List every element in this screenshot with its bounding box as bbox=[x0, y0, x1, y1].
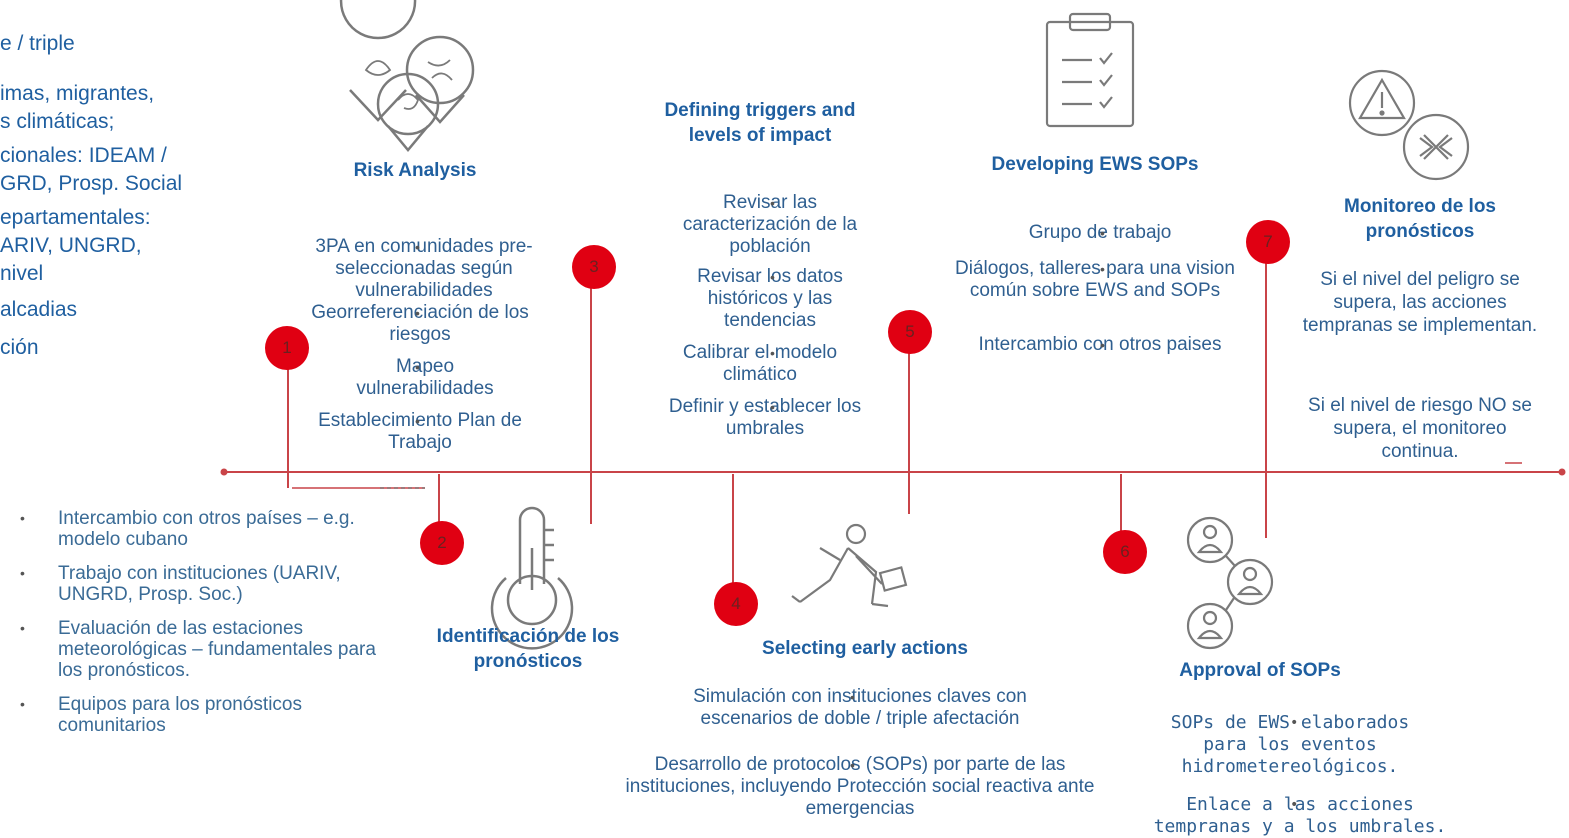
list-item: Equipos para los pronósticos comunitario… bbox=[20, 694, 383, 736]
step2-title: Identificación de los pronósticos bbox=[436, 626, 620, 672]
list-item: Revisar las caracterización de la poblac… bbox=[620, 192, 920, 266]
list-item: Mapeo vulnerabilidades bbox=[280, 356, 550, 410]
timeline-end-dot bbox=[1558, 468, 1566, 476]
list-item-text: Grupo de trabajo bbox=[1028, 222, 1172, 243]
step7-connector bbox=[1265, 262, 1267, 538]
timeline-start-dot bbox=[220, 468, 228, 476]
step7-paragraph-1: Si el nivel del peligro se supera, las a… bbox=[1302, 269, 1538, 336]
list-item-text: Desarrollo de protocolos (SOPs) por part… bbox=[625, 754, 1095, 819]
list-item-text: Intercambio con otros paises bbox=[978, 334, 1222, 355]
list-item: Intercambio con otros países – e.g. mode… bbox=[20, 508, 383, 550]
step2-list: Intercambio con otros países – e.g. mode… bbox=[20, 508, 420, 749]
step6-title: Approval of SOPs bbox=[1179, 660, 1341, 681]
step1-list: 3PA en comunidades pre-seleccionadas seg… bbox=[280, 236, 550, 460]
list-item-text: SOPs de EWS elaborados para los eventos … bbox=[1170, 712, 1410, 777]
list-item: Establecimiento Plan de Trabajo bbox=[280, 410, 550, 460]
clipboard-icon bbox=[1045, 12, 1135, 128]
step5-title: Developing EWS SOPs bbox=[991, 154, 1199, 175]
list-item: SOPs de EWS elaborados para los eventos … bbox=[1130, 712, 1450, 794]
list-item-text: Diálogos, talleres para una vision común… bbox=[955, 258, 1235, 301]
list-item: Revisar los datos históricos y las tende… bbox=[620, 266, 920, 342]
cancel-icon bbox=[1402, 113, 1470, 181]
step1-title: Risk Analysis bbox=[353, 160, 477, 181]
left-cut-line: s climáticas; bbox=[0, 110, 115, 133]
running-person-icon bbox=[791, 523, 908, 608]
step3-title: Defining triggers and levels of impact bbox=[664, 100, 856, 146]
list-item-text: 3PA en comunidades pre-seleccionadas seg… bbox=[315, 236, 533, 301]
step7-paragraph-2: Si el nivel de riesgo NO se supera, el m… bbox=[1308, 395, 1532, 462]
people-network-icon bbox=[1186, 516, 1274, 650]
list-item-text: Georreferenciación de los riesgos bbox=[311, 302, 529, 345]
left-cut-line: imas, migrantes, bbox=[0, 82, 155, 105]
warning-icon bbox=[1348, 69, 1416, 137]
step6-list: SOPs de EWS elaborados para los eventos … bbox=[1130, 712, 1450, 838]
step-number-2: 2 bbox=[420, 521, 464, 565]
step4-title: Selecting early actions bbox=[762, 638, 968, 659]
left-cut-line: cionales: IDEAM / bbox=[0, 144, 167, 167]
step-number-6: 6 bbox=[1103, 530, 1147, 574]
list-item: Intercambio con otros paises bbox=[940, 334, 1260, 364]
step3-list: Revisar las caracterización de la poblac… bbox=[620, 192, 920, 446]
left-cut-line: ción bbox=[0, 336, 39, 359]
left-cut-line: nivel bbox=[0, 262, 44, 285]
left-cut-line: GRD, Prosp. Social bbox=[0, 172, 183, 195]
map-pins-icon bbox=[339, 0, 475, 152]
list-item: Trabajo con instituciones (UARIV, UNGRD,… bbox=[20, 563, 383, 605]
step-number-3: 3 bbox=[572, 245, 616, 289]
list-item-text: Calibrar el modelo climático bbox=[682, 342, 838, 385]
list-item-text: Enlace a las acciones tempranas y a los … bbox=[1153, 794, 1447, 837]
list-item: Enlace a las acciones tempranas y a los … bbox=[1130, 794, 1450, 838]
thermometer-icon bbox=[490, 506, 574, 650]
list-item-text: Revisar las caracterización de la poblac… bbox=[682, 192, 858, 257]
list-item: Diálogos, talleres para una vision común… bbox=[940, 258, 1260, 334]
list-item-text: Mapeo vulnerabilidades bbox=[356, 356, 494, 399]
step4-connector bbox=[732, 474, 734, 586]
left-cut-line bbox=[0, 58, 220, 80]
list-item-text: Simulación con instituciones claves con … bbox=[693, 686, 1027, 729]
left-cut-text: e / triple imas, migrantes, s climáticas… bbox=[0, 30, 220, 362]
list-item: Calibrar el modelo climático bbox=[620, 342, 920, 396]
list-item: Definir y establecer los umbrales bbox=[620, 396, 920, 446]
left-cut-line: epartamentales: bbox=[0, 206, 151, 229]
step2-connector bbox=[438, 474, 440, 530]
list-item-text: Definir y establecer los umbrales bbox=[668, 396, 862, 439]
list-item: Desarrollo de protocolos (SOPs) por part… bbox=[600, 754, 1100, 824]
list-item: Evaluación de las estaciones meteorológi… bbox=[20, 618, 383, 681]
list-item-text: Revisar los datos históricos y las tende… bbox=[697, 266, 843, 331]
left-cut-line: e / triple bbox=[0, 32, 75, 55]
list-item: Simulación con instituciones claves con … bbox=[600, 686, 1100, 754]
step7-title: Monitoreo de los pronósticos bbox=[1344, 196, 1496, 242]
step6-connector bbox=[1120, 474, 1122, 536]
list-item: Georreferenciación de los riesgos bbox=[280, 302, 550, 356]
step4-list: Simulación con instituciones claves con … bbox=[600, 686, 1100, 824]
list-item-text: Establecimiento Plan de Trabajo bbox=[318, 410, 522, 453]
step3-connector bbox=[590, 288, 592, 524]
step5-list: Grupo de trabajo Diálogos, talleres para… bbox=[940, 222, 1260, 364]
left-cut-line: alcadias bbox=[0, 298, 78, 321]
step-number-4: 4 bbox=[714, 582, 758, 626]
left-cut-line: ARIV, UNGRD, bbox=[0, 234, 142, 257]
list-item: 3PA en comunidades pre-seleccionadas seg… bbox=[280, 236, 550, 302]
list-item: Grupo de trabajo bbox=[940, 222, 1260, 258]
